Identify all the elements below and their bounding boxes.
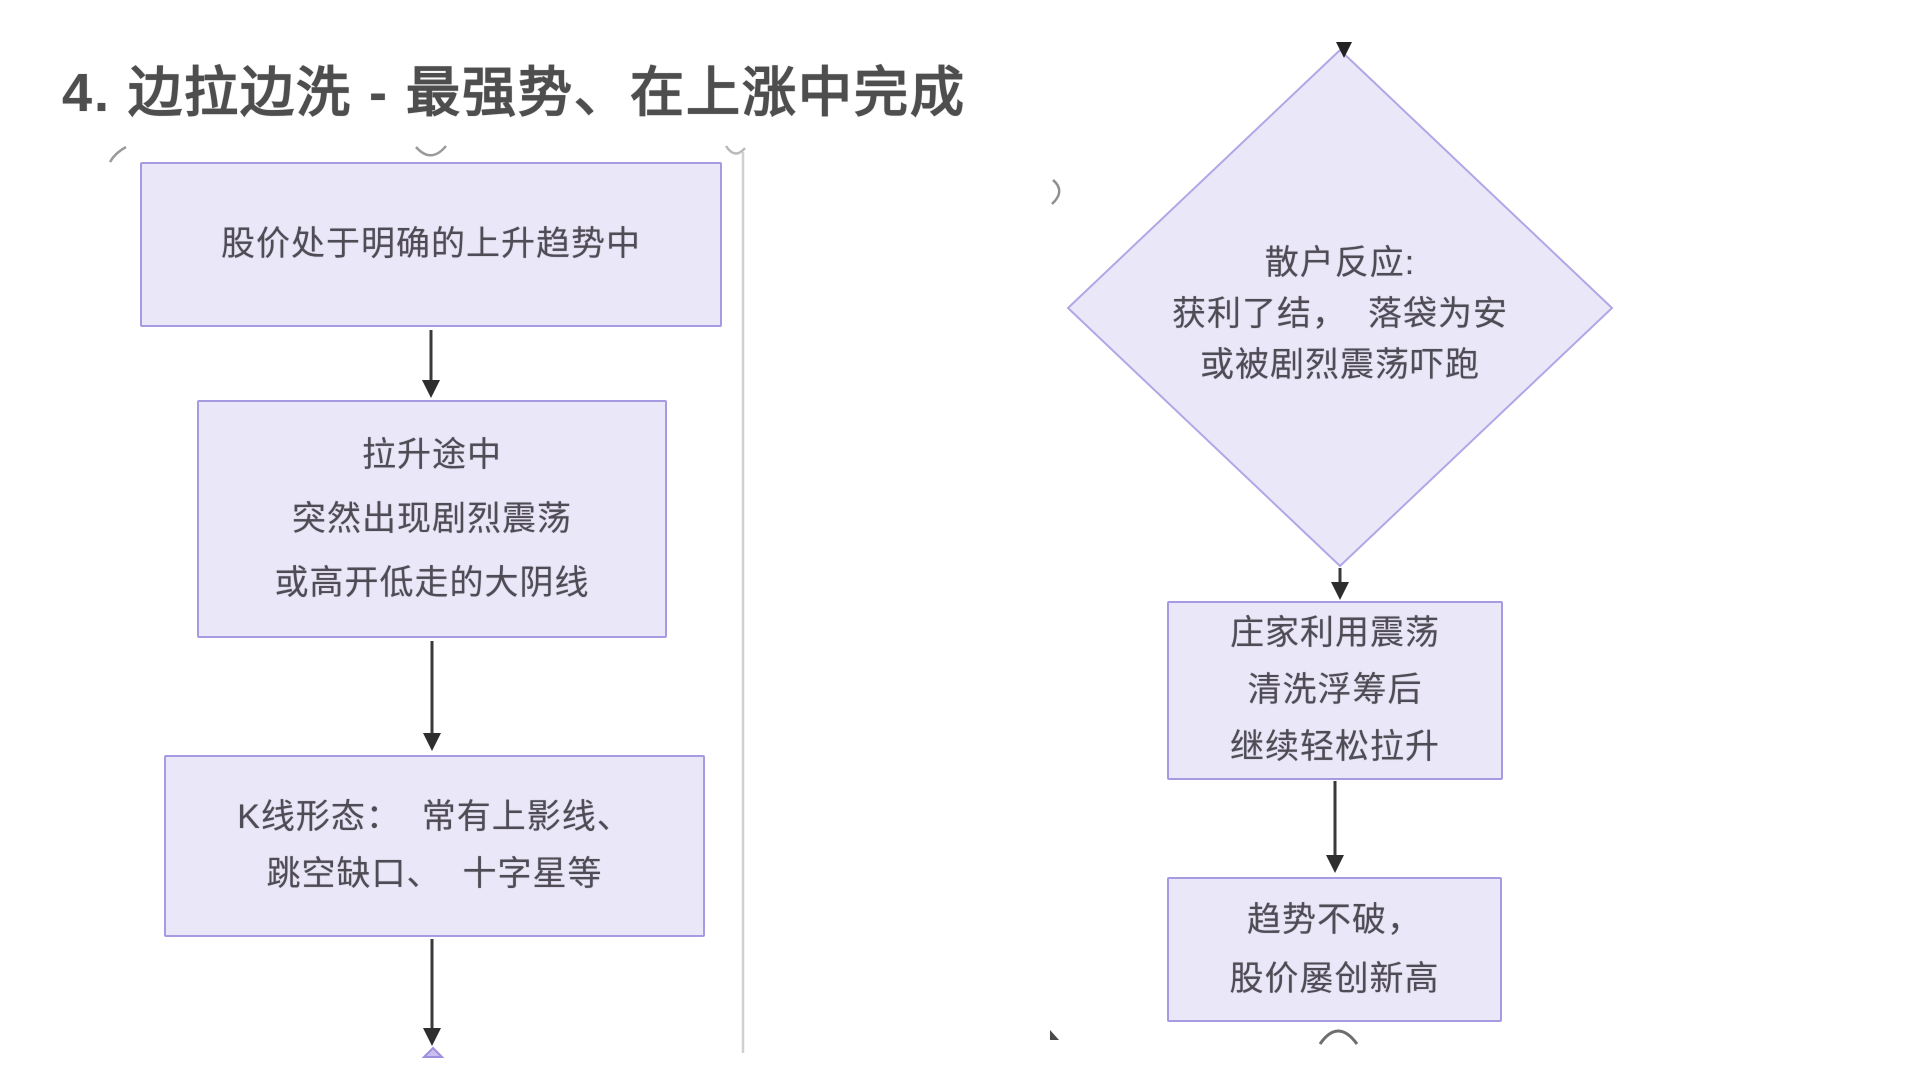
node-reaction-line-1: 散户反应: — [1264, 244, 1416, 282]
next-shape-tip-cutoff — [421, 1046, 445, 1058]
arrowhead-3 — [423, 1028, 441, 1046]
node-shakeout-line-3: 或高开低走的大阴线 — [274, 564, 590, 602]
node-washout-line-1: 庄家利用震荡 — [1230, 614, 1440, 652]
node-kline-patterns: K线形态： 常有上影线、 跳空缺口、 十字星等 — [164, 755, 705, 937]
node-uptrend-line: 股价处于明确的上升趋势中 — [221, 225, 641, 263]
node-kline-line-1: K线形态： 常有上影线、 — [237, 798, 632, 836]
stray-paren-mark — [1051, 179, 1061, 205]
stray-arc-mark — [1318, 1029, 1359, 1045]
arrowhead-2 — [423, 733, 441, 751]
node-reaction-line-3: 或被剧烈震荡吓跑 — [1200, 346, 1480, 384]
node-washout-line-2: 清洗浮筹后 — [1247, 671, 1423, 709]
node-retail-reaction-label: 散户反应: 获利了结， 落袋为安 或被剧烈震荡吓跑 — [1120, 232, 1560, 397]
node-trend-line-2: 股价屡创新高 — [1229, 959, 1440, 998]
node-kline-line-2: 跳空缺口、 十字星等 — [266, 855, 603, 893]
arrowhead-1 — [422, 380, 440, 398]
node-shakeout-line-2: 突然出现剧烈震荡 — [292, 500, 572, 538]
page-title: 4. 边拉边洗 - 最强势、在上涨中完成 — [62, 63, 967, 123]
arrowhead-4 — [1331, 582, 1349, 600]
node-banker-washout: 庄家利用震荡 清洗浮筹后 继续轻松拉升 — [1167, 601, 1503, 780]
stray-tick-mark — [108, 145, 127, 163]
stray-smile-mark — [415, 145, 447, 157]
node-shakeout-line-1: 拉升途中 — [362, 436, 502, 474]
node-reaction-line-2: 获利了结， 落袋为安 — [1172, 295, 1508, 333]
diamond-top-tip-mark — [1336, 42, 1352, 58]
node-trend-line-1: 趋势不破， — [1247, 900, 1422, 939]
node-trend-intact: 趋势不破， 股价屡创新高 — [1167, 877, 1502, 1022]
stray-speck-mark — [1050, 1030, 1059, 1040]
node-shakeout-during-rally: 拉升途中 突然出现剧烈震荡 或高开低走的大阴线 — [197, 400, 667, 638]
arrowhead-5 — [1326, 855, 1344, 873]
guide-line-hook — [724, 145, 746, 155]
node-washout-line-3: 继续轻松拉升 — [1230, 728, 1440, 766]
node-uptrend: 股价处于明确的上升趋势中 — [140, 162, 722, 327]
